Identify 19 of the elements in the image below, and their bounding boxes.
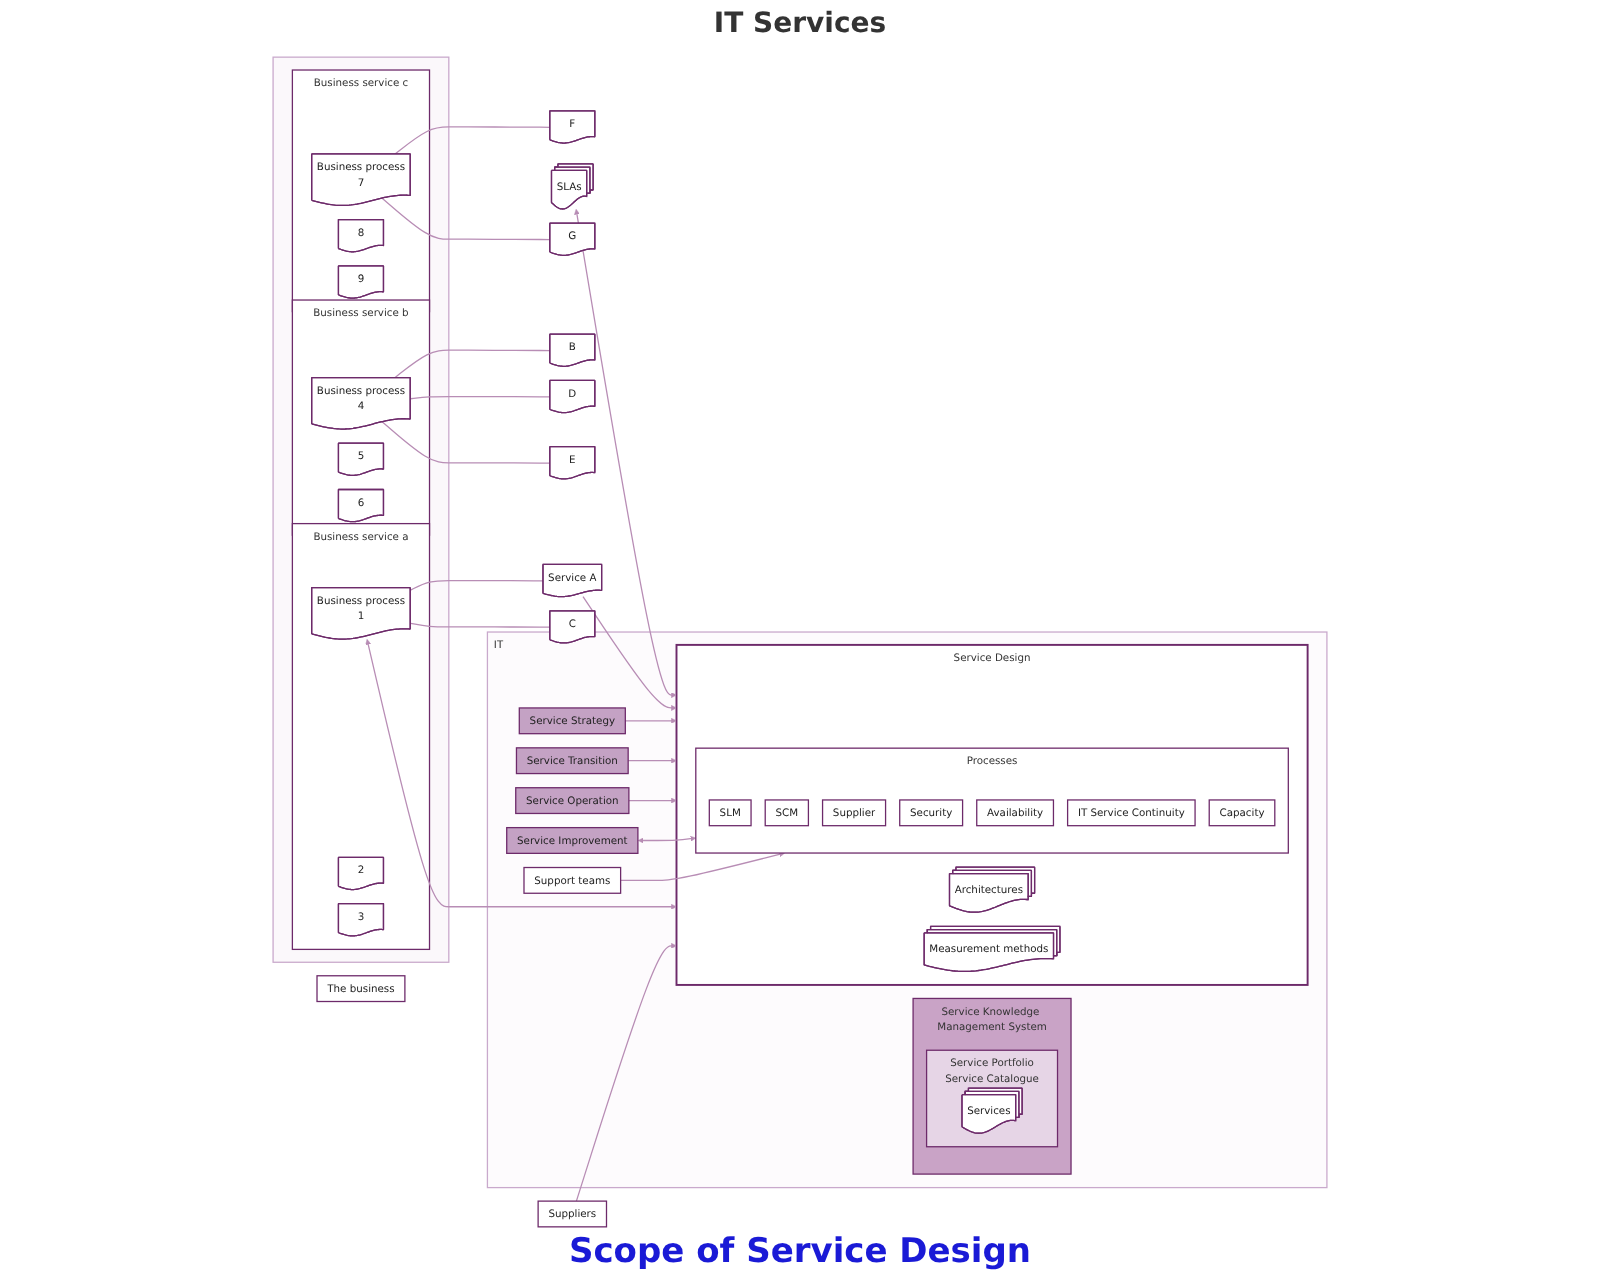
cluster — [272, 56, 450, 963]
label-text: IT Services — [713, 8, 887, 40]
arrow — [574, 209, 677, 698]
arrow — [624, 718, 677, 724]
arrow — [637, 835, 697, 844]
connector — [381, 421, 551, 464]
connector — [409, 622, 551, 628]
arrow — [627, 757, 677, 764]
connector — [394, 126, 551, 155]
arrow — [365, 639, 677, 910]
caption: Scope of Service Design — [568, 1232, 1032, 1276]
connector — [393, 349, 551, 379]
arrow — [620, 851, 785, 882]
connector — [409, 579, 544, 591]
arrow — [628, 797, 677, 804]
connector — [381, 197, 551, 241]
arrow — [582, 596, 677, 711]
arrow — [575, 943, 677, 1202]
connector — [409, 395, 551, 400]
